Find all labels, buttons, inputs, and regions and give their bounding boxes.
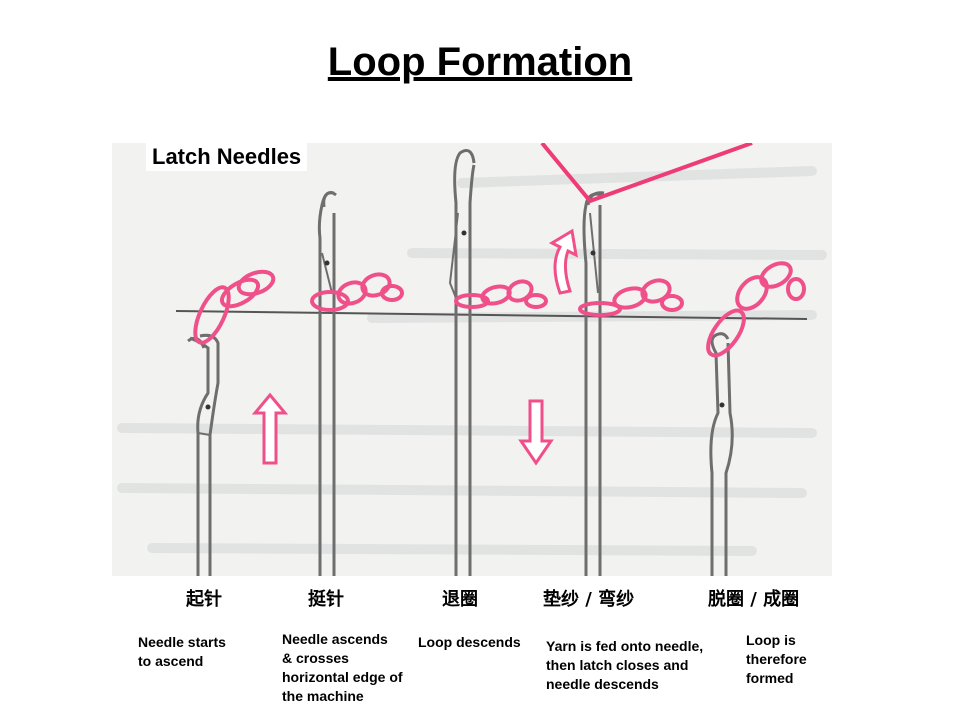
stage-label-3: 退圈 bbox=[442, 589, 478, 610]
needle-2 bbox=[317, 191, 337, 576]
stage-label-1: 起针 bbox=[186, 589, 222, 610]
needle-diagram: Latch Needles bbox=[112, 143, 832, 576]
needle-1 bbox=[187, 333, 220, 576]
needle-3 bbox=[448, 149, 476, 576]
yarn-feed bbox=[540, 143, 753, 204]
arrow-down-icon bbox=[518, 399, 554, 466]
needle-5 bbox=[709, 332, 734, 576]
needle-4 bbox=[582, 191, 605, 576]
slide-title: Loop Formation bbox=[327, 40, 633, 84]
stage-caption-3: Loop descends bbox=[418, 634, 521, 650]
curved-arrow-icon bbox=[548, 228, 578, 295]
stage-label-4: 垫纱 / 弯纱 bbox=[543, 589, 635, 610]
stage-caption-2: Needle ascends & crosses horizontal edge… bbox=[282, 631, 403, 704]
stage-caption-1: Needle starts to ascend bbox=[138, 634, 226, 669]
stage-label-5: 脱圈 / 成圈 bbox=[708, 589, 800, 610]
yarn-loops bbox=[193, 261, 806, 358]
arrow-up-icon bbox=[251, 392, 289, 465]
stage-label-2: 挺针 bbox=[308, 589, 344, 610]
stage-caption-5: Loop is therefore formed bbox=[746, 632, 807, 686]
stage-caption-4: Yarn is fed onto needle, then latch clos… bbox=[546, 638, 704, 692]
needle-diagram-art bbox=[117, 143, 827, 576]
figure-heading: Latch Needles bbox=[146, 143, 308, 171]
machine-edge-line bbox=[175, 310, 808, 320]
